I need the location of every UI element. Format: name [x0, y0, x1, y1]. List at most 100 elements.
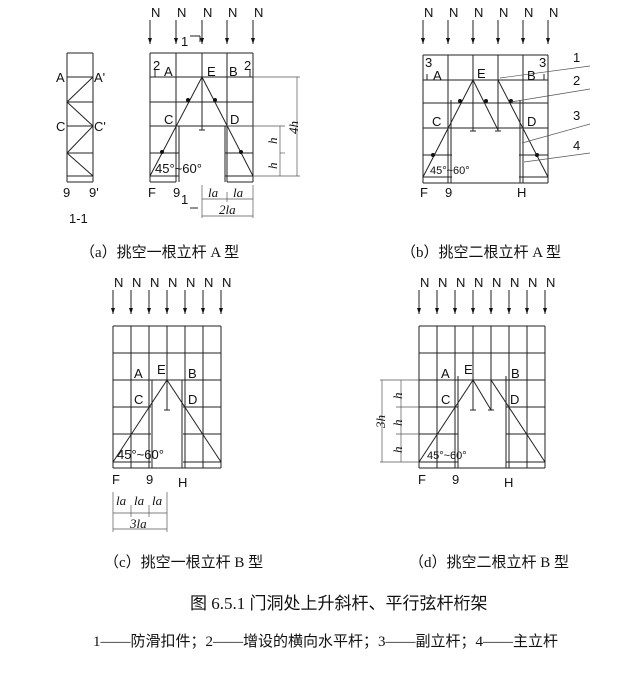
label-F: F [418, 472, 426, 487]
load-label: N [474, 275, 483, 290]
dim-h-upper: h [265, 138, 280, 145]
load-label: N [456, 275, 465, 290]
label-F: F [112, 472, 120, 487]
coupler-dot [431, 153, 435, 157]
coupler-dot [484, 99, 488, 103]
load-label: N [150, 275, 159, 290]
coupler-dot [213, 98, 217, 102]
load-label: N [151, 5, 160, 20]
label-D: D [188, 392, 197, 407]
section-mark-1-top: 1 [181, 34, 188, 49]
label-H: H [517, 185, 526, 200]
arrow-head-icon [147, 308, 151, 314]
coupler-dot [160, 150, 164, 154]
label-E: E [477, 66, 486, 81]
load-label: N [132, 275, 141, 290]
dim-h-1: h [390, 393, 405, 400]
arrow-head-icon [111, 308, 115, 314]
section-1-1: A A' C C' 9 9' 1-1 [56, 70, 106, 226]
member-line [510, 88, 591, 103]
label-9: 9 [173, 185, 180, 200]
label-C: C [134, 392, 143, 407]
dim-la-2: la [233, 185, 244, 200]
caption-c: （c）挑空一根立杆 B 型 [104, 554, 263, 571]
dim-2la: 2la [219, 202, 236, 217]
member-line [499, 65, 591, 79]
label-E: E [464, 362, 473, 377]
load-label: N [528, 275, 537, 290]
label-H: H [504, 475, 513, 490]
label-F: F [148, 185, 156, 200]
member-line [112, 379, 168, 463]
load-label: N [549, 5, 558, 20]
load-label: N [492, 275, 501, 290]
label-B: B [511, 366, 520, 381]
arrow-head-icon [496, 38, 500, 44]
panel-a: A E B C D F 9 2 2 1 1 45°~60° h h 4h la … [148, 34, 301, 217]
member-line [521, 123, 591, 144]
section-mark-2-left: 2 [153, 58, 160, 73]
load-label: N [177, 5, 186, 20]
section-mark-1-bottom: 1 [181, 192, 188, 207]
load-label: N [254, 5, 263, 20]
section-mark-3-right: 3 [539, 55, 546, 70]
arrow-head-icon [471, 38, 475, 44]
member-line [422, 79, 474, 178]
member-line [201, 76, 254, 177]
caption-b: （b）挑空二根立杆 A 型 [401, 244, 561, 261]
arrow-head-icon [129, 308, 133, 314]
arrow-head-icon [251, 38, 255, 44]
label-C: C [164, 112, 173, 127]
member-line [418, 379, 474, 463]
caption-a: （a）挑空一根立杆 A 型 [80, 244, 239, 261]
section-mark-2-right: 2 [244, 58, 251, 73]
label-E: E [157, 362, 166, 377]
arrow-head-icon [546, 38, 550, 44]
arrow-head-icon [148, 38, 152, 44]
angle-label: 45°~60° [117, 447, 164, 462]
angle-label: 45°~60° [430, 165, 470, 177]
angle-label: 45°~60° [427, 450, 467, 462]
load-label: N [474, 5, 483, 20]
load-label: N [168, 275, 177, 290]
load-label: N [499, 5, 508, 20]
label-9: 9 [452, 472, 459, 487]
figure-legend: 1——防滑扣件；2——增设的横向水平杆；3——副立杆；4——主立杆 [93, 633, 558, 650]
angle-label: 45°~60° [155, 161, 202, 176]
load-label: N [510, 275, 519, 290]
arrow-head-icon [219, 308, 223, 314]
load-label: N [203, 5, 212, 20]
arrow-head-icon [489, 308, 493, 314]
arrow-head-icon [165, 308, 169, 314]
callout-4: 4 [573, 138, 580, 153]
load-label: N [524, 5, 533, 20]
caption-d: （d）挑空二根立杆 B 型 [409, 554, 569, 571]
label-B: B [527, 68, 536, 83]
section-mark-3-left: 3 [425, 55, 432, 70]
arrow-head-icon [183, 308, 187, 314]
arrow-head-icon [471, 308, 475, 314]
arrow-head-icon [543, 308, 547, 314]
label-9: 9 [445, 185, 452, 200]
coupler-dot [239, 150, 243, 154]
member-line [472, 79, 499, 131]
arrow-head-icon [421, 38, 425, 44]
load-label: N [204, 275, 213, 290]
arrow-head-icon [521, 38, 525, 44]
label-9: 9 [63, 185, 70, 200]
arrow-head-icon [507, 308, 511, 314]
panel-d: A E B C D F 9 H 45°~60° h h h 3h [373, 362, 520, 490]
load-label: N [420, 275, 429, 290]
member-line [149, 76, 203, 177]
member-line [166, 379, 222, 463]
label-B: B [229, 64, 238, 79]
dim-3la: 3la [129, 516, 147, 531]
panel-b: 3 3 A E B C D F 9 H 45°~60° 1 2 3 4 [420, 50, 580, 200]
arrow-head-icon [225, 38, 229, 44]
load-label: N [449, 5, 458, 20]
label-C-prime: C' [94, 119, 106, 134]
arrow-head-icon [446, 38, 450, 44]
label-C: C [441, 392, 450, 407]
